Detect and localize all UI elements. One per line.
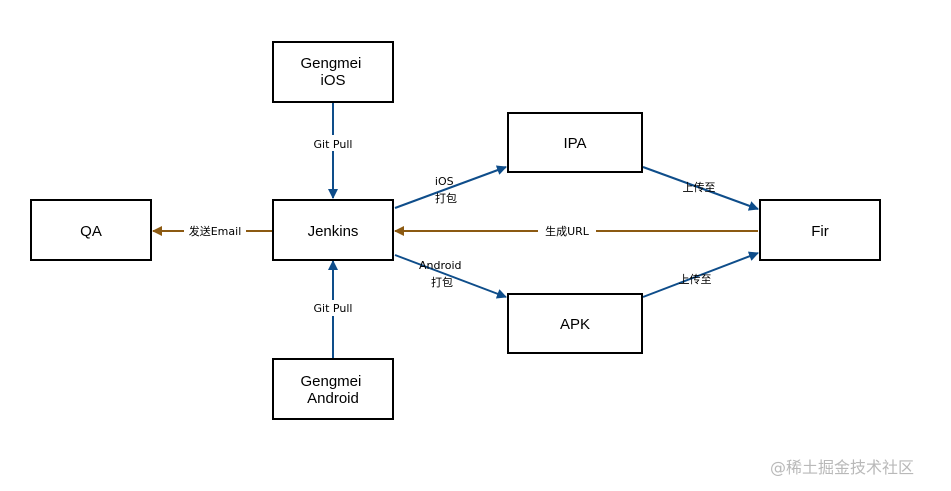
node-label-gengmei-android: Gengmei Android	[300, 373, 365, 407]
node-gengmei-android[interactable]: Gengmei Android	[272, 358, 394, 420]
node-jenkins[interactable]: Jenkins	[272, 199, 394, 261]
node-box-jenkins	[272, 199, 394, 261]
edge-label-jenkins-to-ipa: iOS 打包	[435, 175, 457, 205]
edge-label-fir-to-jenkins: 生成URL	[545, 224, 590, 238]
node-label-jenkins: Jenkins	[308, 223, 359, 240]
node-gengmei-ios[interactable]: Gengmei iOS	[272, 41, 394, 103]
label-bg-jenkins-to-qa	[184, 222, 246, 240]
node-qa[interactable]: QA	[30, 199, 152, 261]
node-box-gengmei-android	[272, 358, 394, 420]
node-ipa[interactable]: IPA	[507, 112, 643, 173]
node-fir[interactable]: Fir	[759, 199, 881, 261]
node-label-ipa: IPA	[563, 135, 586, 152]
node-apk[interactable]: APK	[507, 293, 643, 354]
node-label-apk: APK	[560, 316, 590, 333]
edge-label-ios-git-pull: Git Pull	[314, 138, 353, 151]
edge-label-jenkins-to-qa: 发送Email	[189, 224, 242, 238]
jenkins-to-apk-arrow	[394, 254, 507, 299]
ipa-to-fir-arrow	[642, 166, 759, 211]
node-box-fir	[759, 199, 881, 261]
edge-label-backgrounds	[184, 135, 596, 316]
jenkins-to-ipa-arrow	[394, 165, 507, 209]
label-bg-fir-to-jenkins	[538, 222, 596, 240]
node-box-gengmei-ios	[272, 41, 394, 103]
label-bg-ios-git-pull	[307, 135, 359, 151]
node-label-gengmei-ios: Gengmei iOS	[300, 55, 365, 89]
apk-to-fir-arrow	[642, 251, 759, 298]
edge-label-ipa-to-fir: 上传至	[683, 181, 716, 194]
edge-label-apk-to-fir: 上传至	[679, 273, 712, 286]
node-box-qa	[30, 199, 152, 261]
watermark-text: @稀土掘金技术社区	[770, 458, 915, 477]
node-box-apk	[507, 293, 643, 354]
edge-label-jenkins-to-apk: Android 打包	[419, 259, 465, 289]
node-label-fir: Fir	[811, 223, 829, 240]
node-box-ipa	[507, 112, 643, 173]
label-bg-android-git-pull	[307, 300, 359, 316]
edge-label-android-git-pull: Git Pull	[314, 302, 353, 315]
node-label-qa: QA	[80, 223, 102, 240]
edge-labels: Git Pull Git Pull iOS 打包 Android 打包 上传至 …	[189, 138, 716, 315]
